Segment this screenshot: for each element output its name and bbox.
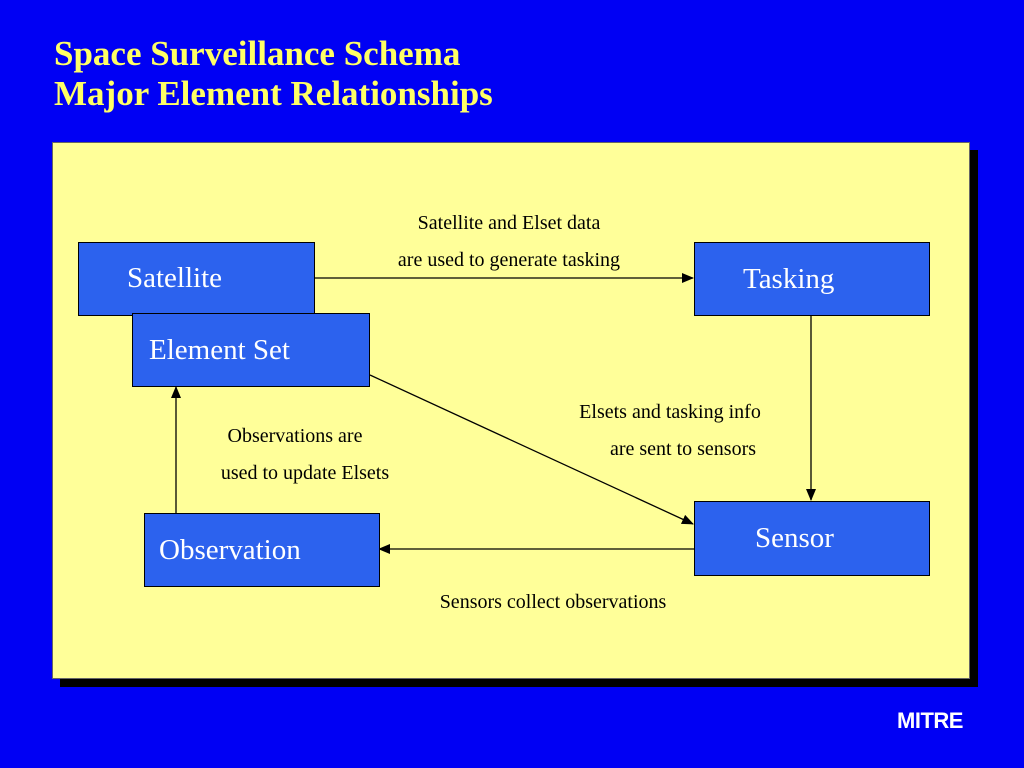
node-satellite: Satellite (78, 242, 315, 316)
edge-label-observation-elset-line2: used to update Elsets (220, 462, 390, 484)
edge-label-sensor-observation: Sensors collect observations (390, 584, 716, 621)
diagram-panel (52, 142, 970, 679)
edge-label-observation-elset-line1: Observations are (227, 425, 363, 447)
node-tasking: Tasking (694, 242, 930, 316)
arrow-elementset-to-sensor (369, 374, 694, 525)
node-tasking-label: Tasking (743, 262, 835, 295)
slide-title-line2: Major Element Relationships (54, 74, 493, 113)
slide-title-line1: Space Surveillance Schema (54, 34, 461, 73)
edge-label-elsets-sensor-line1: Elsets and tasking info (579, 401, 761, 423)
edge-label-sensor-observation-line1: Sensors collect observations (439, 591, 667, 613)
node-sensor: Sensor (694, 501, 930, 576)
edge-label-satellite-tasking-line2: are used to generate tasking (397, 249, 621, 271)
edge-label-elsets-sensor-line2: are sent to sensors (609, 438, 757, 460)
edge-label-satellite-tasking: Satellite and Elset data are used to gen… (352, 205, 666, 279)
edge-label-satellite-tasking-line1: Satellite and Elset data (417, 212, 601, 234)
node-element-set-label: Element Set (149, 333, 290, 366)
node-observation: Observation (144, 513, 380, 587)
slide-title: Space Surveillance Schema Major Element … (54, 34, 493, 114)
edge-label-observation-elset: Observations are used to update Elsets (180, 418, 430, 492)
node-observation-label: Observation (159, 533, 301, 566)
node-sensor-label: Sensor (755, 522, 834, 554)
mitre-logo: MITRE (897, 708, 963, 733)
node-element-set: Element Set (132, 313, 370, 387)
edge-label-elsets-sensor: Elsets and tasking info are sent to sens… (530, 394, 820, 468)
node-satellite-label: Satellite (127, 261, 223, 294)
